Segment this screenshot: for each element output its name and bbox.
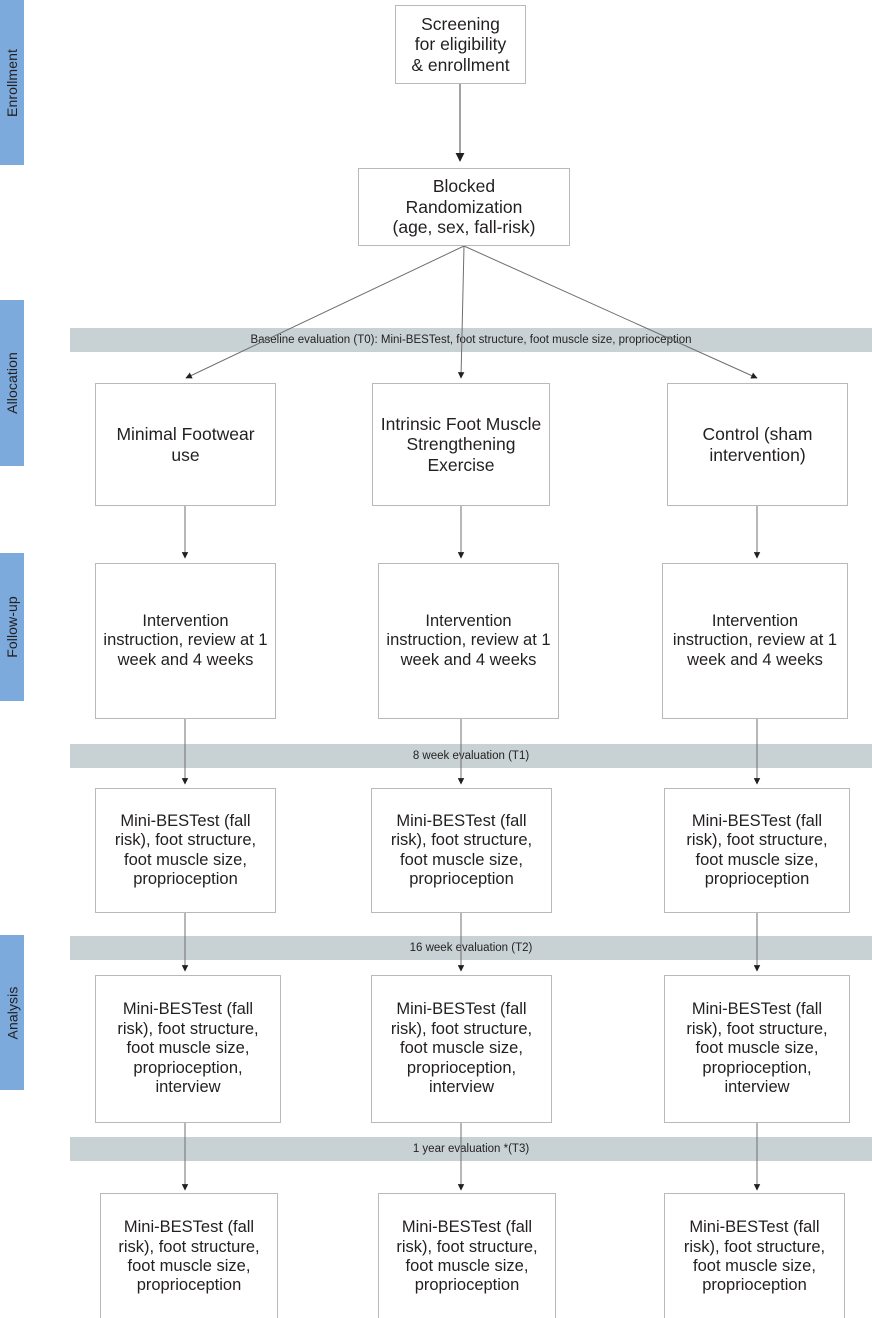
box-followup-arm2-label: Intervention instruction, review at 1 we… (386, 611, 551, 669)
box-followup-arm1: Intervention instruction, review at 1 we… (95, 563, 276, 719)
box-allocation-arm3-label: Control (sham intervention) (702, 423, 813, 465)
box-outcomes-t2-arm3-label: Mini-BESTest (fall risk), foot structure… (686, 1000, 828, 1097)
phase-tab-allocation-label: Allocation (4, 352, 21, 414)
box-outcomes-t2-arm2: Mini-BESTest (fall risk), foot structure… (371, 975, 552, 1123)
eval-bar-16week-t2-label: 16 week evaluation (T2) (409, 942, 533, 954)
eval-bar-1year-t3-label: 1 year evaluation *(T3) (412, 1143, 530, 1155)
box-outcomes-t3-arm3-label: Mini-BESTest (fall risk), foot structure… (683, 1218, 826, 1295)
box-screening-label: Screening for eligibility & enrollment (411, 13, 510, 75)
box-outcomes-t3-arm2: Mini-BESTest (fall risk), foot structure… (378, 1193, 556, 1318)
box-allocation-arm3: Control (sham intervention) (667, 383, 848, 506)
eval-bar-8week-t1: 8 week evaluation (T1) (70, 744, 872, 768)
eval-bar-baseline-t0: Baseline evaluation (T0): Mini-BESTest, … (70, 328, 872, 352)
phase-tab-allocation: Allocation (0, 300, 24, 466)
box-outcomes-t2-arm1: Mini-BESTest (fall risk), foot structure… (95, 975, 281, 1123)
box-outcomes-t1-arm3-label: Mini-BESTest (fall risk), foot structure… (686, 811, 828, 888)
box-randomization: Blocked Randomization (age, sex, fall-ri… (358, 168, 570, 246)
box-allocation-arm1-label: Minimal Footwear use (116, 423, 255, 465)
box-outcomes-t3-arm2-label: Mini-BESTest (fall risk), foot structure… (396, 1218, 538, 1295)
box-outcomes-t3-arm1: Mini-BESTest (fall risk), foot structure… (100, 1193, 278, 1318)
box-followup-arm1-label: Intervention instruction, review at 1 we… (103, 611, 268, 669)
box-outcomes-t1-arm3: Mini-BESTest (fall risk), foot structure… (664, 788, 850, 913)
box-followup-arm2: Intervention instruction, review at 1 we… (378, 563, 559, 719)
phase-tab-analysis-label: Analysis (4, 986, 20, 1039)
phase-tab-enrollment-label: Enrollment (4, 48, 21, 117)
box-outcomes-t1-arm2: Mini-BESTest (fall risk), foot structure… (371, 788, 552, 913)
phase-tab-followup-label: Follow-up (4, 596, 20, 658)
box-screening: Screening for eligibility & enrollment (395, 5, 526, 84)
box-followup-arm3: Intervention instruction, review at 1 we… (662, 563, 848, 719)
eval-bar-16week-t2: 16 week evaluation (T2) (70, 936, 872, 960)
box-outcomes-t1-arm2-label: Mini-BESTest (fall risk), foot structure… (390, 811, 533, 888)
box-outcomes-t2-arm3: Mini-BESTest (fall risk), foot structure… (664, 975, 850, 1123)
phase-tab-enrollment: Enrollment (0, 0, 24, 165)
eval-bar-1year-t3: 1 year evaluation *(T3) (70, 1137, 872, 1161)
box-outcomes-t2-arm2-label: Mini-BESTest (fall risk), foot structure… (390, 1000, 533, 1097)
box-outcomes-t1-arm1: Mini-BESTest (fall risk), foot structure… (95, 788, 276, 913)
box-randomization-label: Blocked Randomization (age, sex, fall-ri… (392, 176, 536, 238)
box-allocation-arm2-label: Intrinsic Foot Muscle Strengthening Exer… (380, 413, 542, 475)
box-allocation-arm1: Minimal Footwear use (95, 383, 276, 506)
eval-bar-8week-t1-label: 8 week evaluation (T1) (412, 750, 530, 762)
phase-tab-followup: Follow-up (0, 553, 24, 701)
eval-bar-baseline-t0-label: Baseline evaluation (T0): Mini-BESTest, … (250, 334, 692, 346)
box-allocation-arm2: Intrinsic Foot Muscle Strengthening Exer… (372, 383, 550, 506)
box-outcomes-t1-arm1-label: Mini-BESTest (fall risk), foot structure… (114, 811, 257, 888)
box-outcomes-t2-arm1-label: Mini-BESTest (fall risk), foot structure… (117, 1000, 259, 1097)
phase-tab-analysis: Analysis (0, 935, 24, 1090)
box-outcomes-t3-arm3: Mini-BESTest (fall risk), foot structure… (664, 1193, 845, 1318)
box-followup-arm3-label: Intervention instruction, review at 1 we… (672, 611, 838, 669)
box-outcomes-t3-arm1-label: Mini-BESTest (fall risk), foot structure… (118, 1218, 260, 1295)
